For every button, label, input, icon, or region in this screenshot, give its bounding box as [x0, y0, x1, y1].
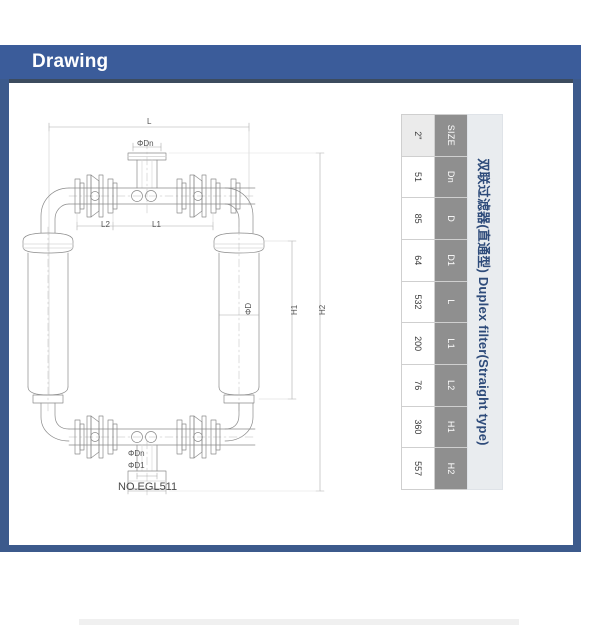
spec-cell-h1: 360	[401, 406, 435, 448]
spec-cell-h2: 557	[401, 447, 435, 490]
flange-bottom-left-outer	[74, 419, 85, 455]
elbow-bottom-left	[40, 402, 70, 442]
dim-label-D-vessel: ΦD	[244, 302, 253, 315]
flange-bottom-right-inner	[176, 419, 187, 455]
dimension-H1	[258, 240, 297, 400]
dim-label-Dn-top: ΦDn	[137, 139, 154, 148]
spec-table-header-l2: L2	[434, 364, 468, 407]
spec-table: 双联过滤器(直通型) Duplex filter(Straight type)S…	[401, 114, 503, 490]
spec-table-header-h1: H1	[434, 406, 468, 448]
spec-table-title: 双联过滤器(直通型) Duplex filter(Straight type)	[467, 114, 503, 490]
spec-table-container: 双联过滤器(直通型) Duplex filter(Straight type)S…	[401, 112, 503, 490]
bottom-nozzle	[127, 440, 167, 496]
spec-cell-dn: 51	[401, 156, 435, 198]
elbow-top-right	[224, 187, 254, 234]
panel-left-edge	[0, 79, 9, 552]
flange-top-right-end	[230, 178, 241, 214]
dim-label-L2: L2	[101, 220, 110, 229]
flange-bottom-left-inner	[107, 419, 118, 455]
spec-cell-l: 532	[401, 281, 435, 323]
dimension-H2	[168, 152, 325, 492]
section-header-bar: Drawing	[0, 45, 581, 79]
flange-top-right-inner	[176, 178, 187, 214]
header-underline	[0, 79, 581, 83]
dim-label-L1: L1	[152, 220, 161, 229]
spec-table-header-d1: D1	[434, 239, 468, 282]
spec-table-header-l: L	[434, 281, 468, 323]
spec-cell-size: 2"	[401, 114, 435, 157]
spec-cell-l2: 76	[401, 364, 435, 407]
page-title: Drawing	[32, 51, 109, 72]
top-header-assembly	[68, 174, 256, 218]
flange-top-left-outer	[74, 178, 85, 214]
page-root: Drawing	[0, 45, 581, 625]
dim-label-H2: H2	[318, 304, 327, 315]
flange-top-left-inner	[107, 178, 118, 214]
flange-bottom-right-outer	[210, 419, 221, 455]
dim-label-D1-bottom: ΦD1	[128, 461, 145, 470]
dim-label-Dn-bottom: ΦDn	[128, 449, 145, 458]
bottom-header-assembly	[68, 415, 256, 459]
spec-cell-d: 85	[401, 197, 435, 240]
dimension-L	[48, 122, 250, 396]
spec-table-header-d: D	[434, 197, 468, 240]
spec-table-header-l1: L1	[434, 322, 468, 365]
dim-label-H1: H1	[290, 304, 299, 315]
panel-shadow	[79, 619, 519, 625]
spec-table-header-size: SIZE	[434, 114, 468, 157]
spec-table-title-row: 双联过滤器(直通型) Duplex filter(Straight type)	[467, 114, 503, 490]
valve-bottom-left	[86, 415, 104, 459]
filter-vessel-right	[213, 226, 265, 412]
spec-cell-l1: 200	[401, 322, 435, 365]
panel-right-edge	[573, 79, 581, 552]
spec-cell-d1: 64	[401, 239, 435, 282]
dimension-L1-L2	[76, 212, 214, 231]
elbow-bottom-right	[224, 402, 254, 442]
valve-bottom-right	[189, 415, 207, 459]
elbow-top-left	[40, 187, 70, 234]
top-nozzle	[127, 140, 167, 216]
dim-label-L: L	[147, 117, 152, 126]
valve-top-right	[189, 174, 207, 218]
technical-drawing	[22, 122, 325, 496]
spec-table-header-h2: H2	[434, 447, 468, 490]
valve-top-left	[86, 174, 104, 218]
filter-vessel-left	[22, 226, 74, 412]
spec-table-header-dn: Dn	[434, 156, 468, 198]
panel-bottom-edge	[0, 545, 581, 552]
flange-top-right-outer	[210, 178, 221, 214]
part-number-label: NO.EGL511	[118, 481, 178, 493]
